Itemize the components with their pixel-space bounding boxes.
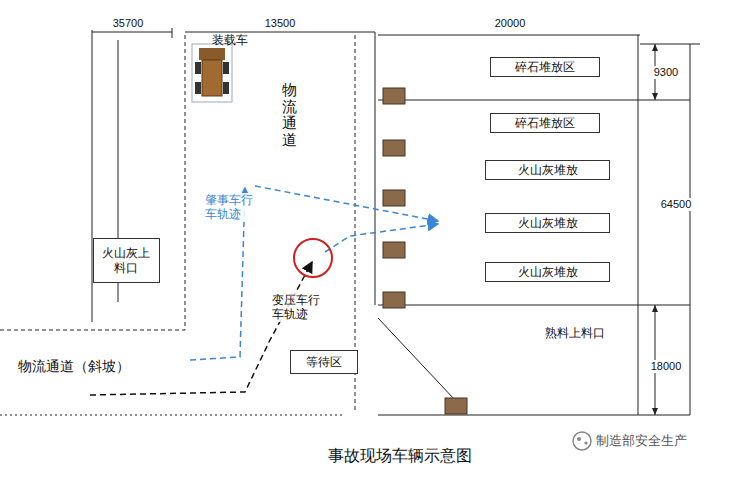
figure-caption: 事故现场车辆示意图 [328, 446, 472, 465]
dimension: 9300 [653, 66, 679, 79]
area-box: 火山灰堆放 [485, 262, 610, 282]
area-name: 火山灰堆放 [518, 163, 578, 178]
dimension: 18000 [650, 360, 683, 373]
dimension: 64500 [660, 198, 693, 211]
area-name: 碎石堆放区 [515, 116, 575, 131]
watermark-icon [573, 432, 591, 450]
area-box: 等待区 [290, 350, 358, 374]
channel-label: 物流通道 [282, 82, 297, 148]
area-name: 等待区 [306, 355, 342, 370]
area-name: 火山灰堆放 [518, 216, 578, 231]
area-label: 熟料上料口 [545, 326, 605, 340]
watermark: 制造部安全生产 [596, 433, 687, 449]
area-box: 火山灰上料口 [93, 238, 160, 283]
area-box: 碎石堆放区 [490, 113, 600, 133]
channel-label: 物流通道（斜坡） [18, 358, 130, 375]
loader-icon [192, 44, 232, 102]
dimension: 20000 [494, 17, 527, 30]
area-name: 火山灰上料口 [101, 246, 151, 276]
area-box: 火山灰堆放 [485, 213, 610, 233]
area-box: 碎石堆放区 [490, 57, 600, 77]
area-name: 碎石堆放区 [515, 60, 575, 75]
track-label: 肇事车行车轨迹 [205, 193, 254, 222]
track-label: 变压车行车轨迹 [272, 293, 321, 322]
vehicle-label: 装载车 [212, 33, 248, 47]
area-name: 火山灰堆放 [518, 265, 578, 280]
dimension: 35700 [112, 17, 145, 30]
dimension: 13500 [264, 17, 297, 30]
area-box: 火山灰堆放 [485, 160, 610, 180]
